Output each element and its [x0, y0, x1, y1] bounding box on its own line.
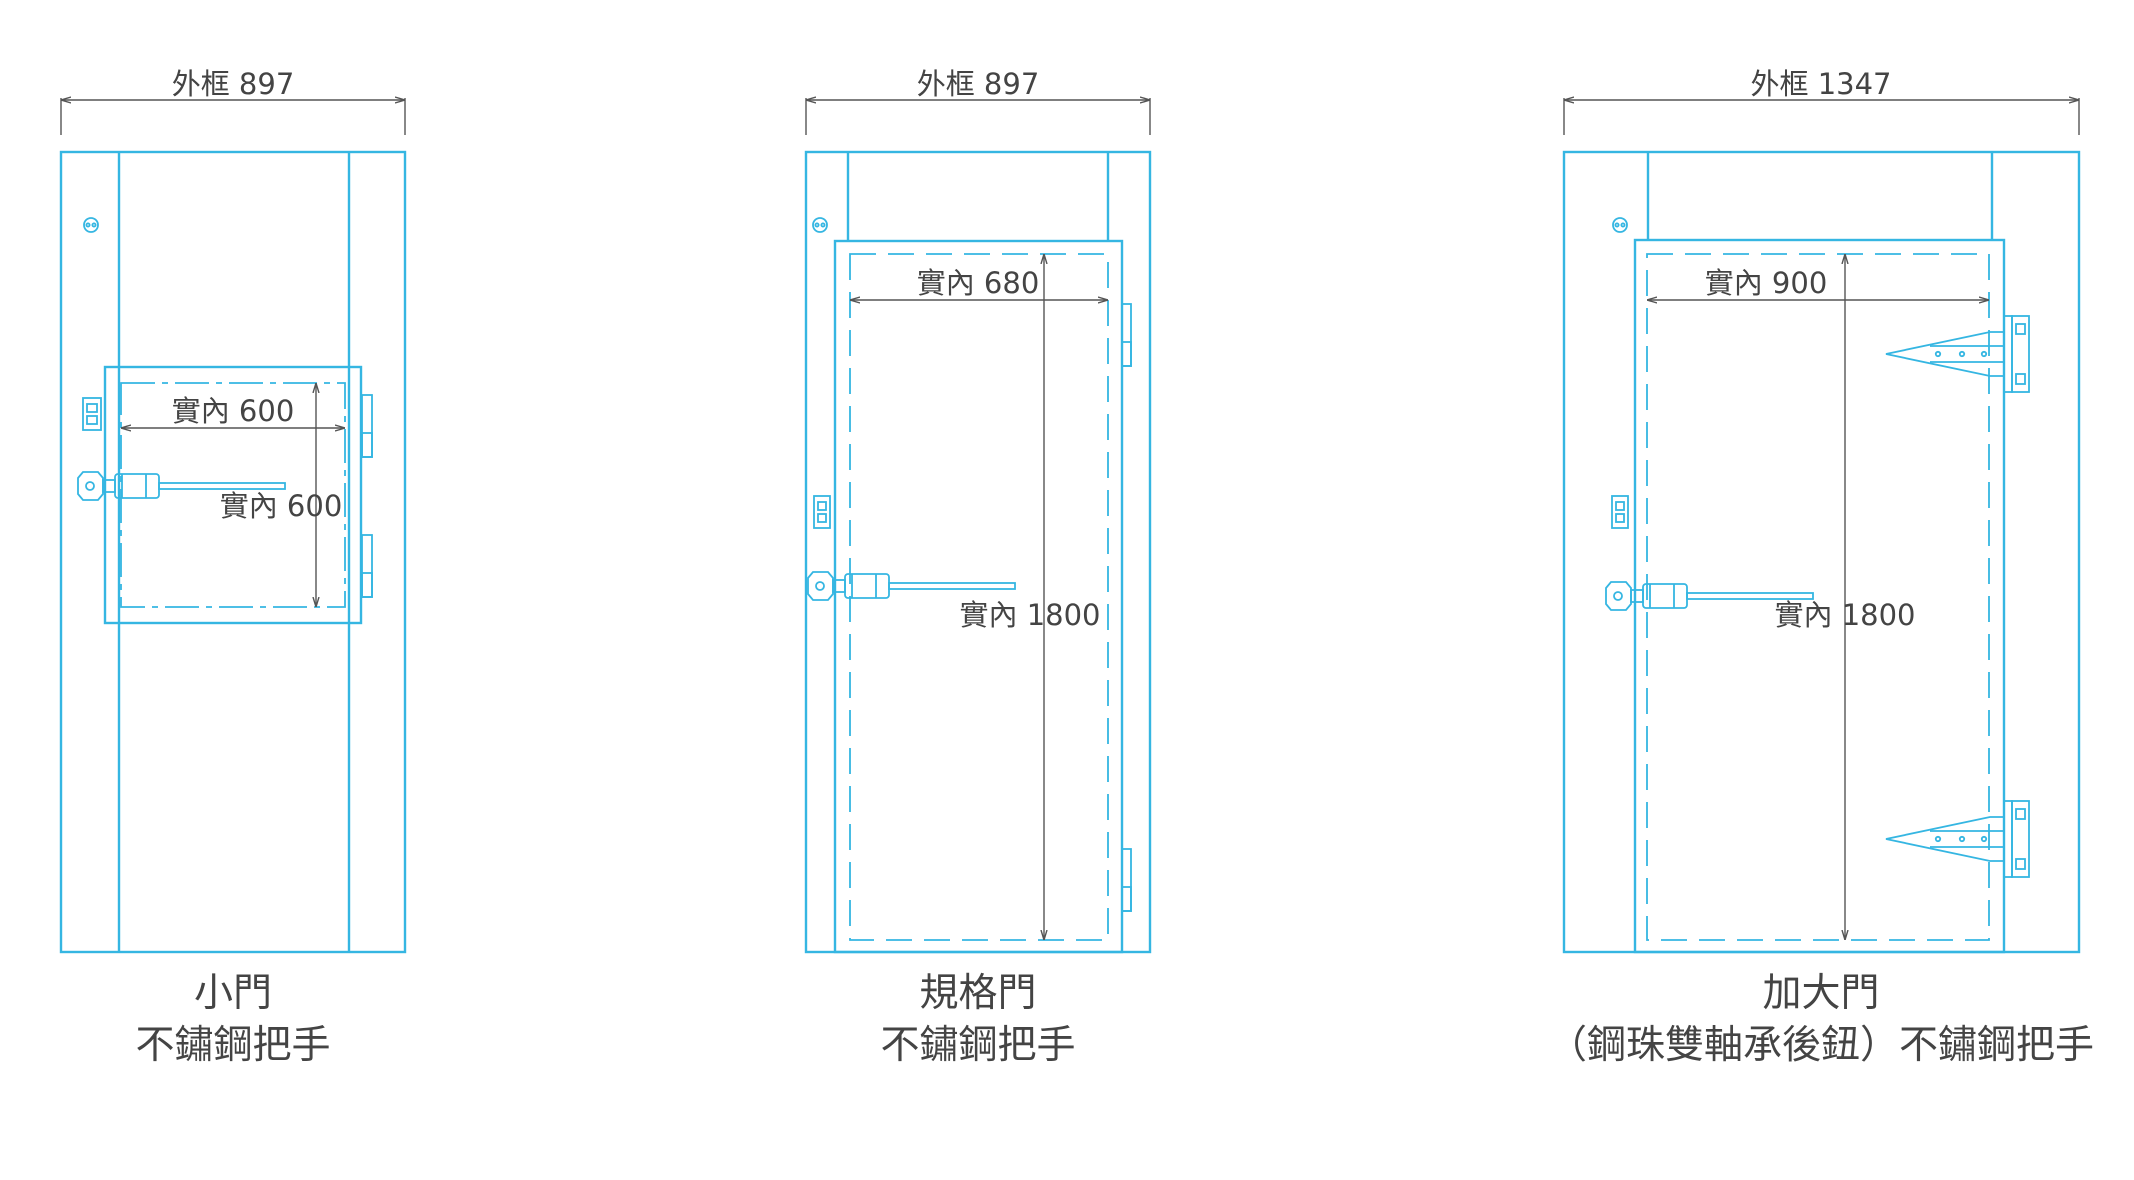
caption-title-standard: 規格門	[919, 971, 1037, 1016]
hinge-icon	[361, 534, 373, 598]
caption-subtitle-standard: 不鏽鋼把手	[880, 1023, 1076, 1068]
switch-box-icon	[813, 495, 831, 529]
strap-hinge-icon	[1885, 315, 2030, 393]
door-large: 外框 1347	[1562, 67, 2081, 954]
inner-width-label-small: 實內 600	[172, 394, 295, 428]
inner-dimensions-standard	[850, 254, 1108, 940]
outer-frame-label-standard: 外框 897	[917, 67, 1040, 101]
inner-opening-large	[1646, 253, 1990, 941]
outer-frame-small	[59, 150, 407, 954]
lock-hole-icon	[83, 217, 99, 233]
caption-title-large: 加大門	[1762, 971, 1880, 1016]
door-leaf-standard	[833, 239, 1124, 954]
lock-hole-icon	[812, 217, 828, 233]
inner-dimensions-small	[121, 383, 345, 607]
door-leaf-large	[1633, 238, 2006, 954]
door-standard: 外框 897	[804, 67, 1152, 954]
caption-standard: 規格門 不鏽鋼把手	[828, 968, 1128, 1072]
outer-dimension-large	[1563, 98, 2080, 135]
switch-box-icon	[1611, 495, 1629, 529]
inner-height-label-small: 實內 600	[220, 489, 343, 523]
hinge-icon	[1121, 303, 1132, 367]
outer-dimension-small	[60, 98, 406, 135]
inner-height-label-large: 實內 1800	[1774, 598, 1915, 632]
switch-box-icon	[82, 397, 102, 431]
hinge-icon	[361, 394, 373, 458]
inner-width-label-standard: 實內 680	[917, 266, 1040, 300]
door-handle-icon	[77, 471, 286, 501]
inner-width-label-large: 實內 900	[1705, 266, 1828, 300]
inner-opening-small	[120, 382, 346, 608]
outer-dimension-standard	[805, 98, 1151, 135]
door-handle-icon	[807, 571, 1016, 601]
lock-hole-icon	[1612, 217, 1628, 233]
door-handle-icon	[1605, 581, 1814, 611]
hinge-icon	[1121, 848, 1132, 912]
door-small: 外框 897	[59, 67, 407, 954]
inner-height-label-standard: 實內 1800	[959, 598, 1100, 632]
strap-hinge-icon	[1885, 800, 2030, 878]
inner-dimensions-large	[1647, 254, 1989, 940]
door-leaf-small	[103, 365, 363, 625]
caption-title-small: 小門	[193, 971, 272, 1016]
outer-frame-label-large: 外框 1347	[1750, 67, 1891, 101]
caption-subtitle-small: 不鏽鋼把手	[135, 1023, 331, 1068]
inner-opening-standard	[849, 253, 1109, 941]
outer-frame-label-small: 外框 897	[172, 67, 295, 101]
caption-small: 小門 不鏽鋼把手	[83, 968, 383, 1072]
caption-large: 加大門 （鋼珠雙軸承後鈕）不鏽鋼把手	[1546, 968, 2096, 1072]
caption-subtitle-large: （鋼珠雙軸承後鈕）不鏽鋼把手	[1547, 1023, 2094, 1068]
